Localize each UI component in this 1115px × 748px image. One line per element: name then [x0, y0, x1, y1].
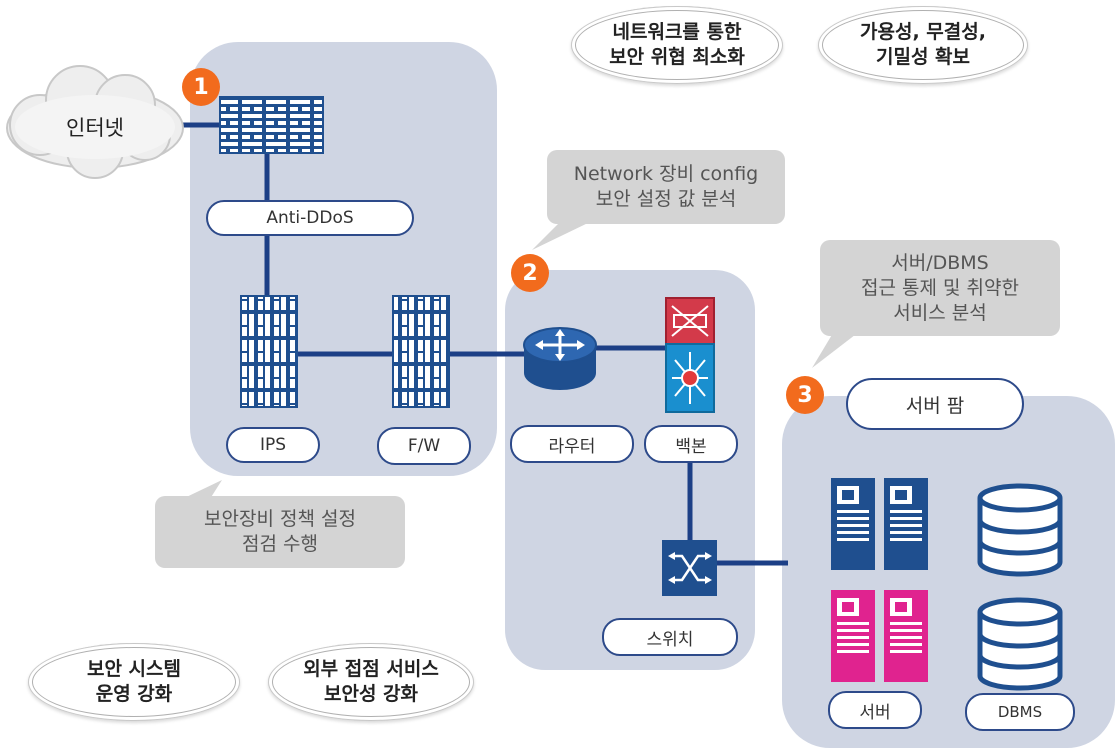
server-pink-icon — [884, 590, 928, 682]
note-pointer-server — [812, 328, 864, 368]
server-farm-title: 서버 팜 — [846, 378, 1024, 430]
step-badge-3: 3 — [786, 376, 824, 414]
database-icon — [977, 597, 1063, 691]
step-badge-2: 2 — [511, 254, 549, 292]
switch-label: 스위치 — [602, 618, 738, 656]
goal-external-service: 외부 접점 서비스 보안성 강화 — [268, 643, 474, 721]
anti-ddos-firewall-icon — [219, 96, 324, 154]
database-icon — [977, 483, 1063, 577]
server-blue-icon — [884, 478, 928, 570]
backbone-switch-icon — [665, 297, 715, 413]
server-label: 서버 — [828, 691, 922, 729]
dbms-label: DBMS — [965, 693, 1075, 731]
internet-label: 인터넷 — [66, 116, 124, 140]
backbone-label: 백본 — [644, 425, 738, 463]
server-blue-icon — [831, 478, 875, 570]
router-label: 라우터 — [510, 425, 634, 463]
server-dbms-note: 서버/DBMS 접근 통제 및 취약한 서비스 분석 — [820, 240, 1060, 336]
anti-ddos-label: Anti-DDoS — [206, 200, 414, 236]
step-badge-1: 1 — [182, 68, 220, 106]
router-icon — [523, 327, 597, 390]
goal-network-threat: 네트워크를 통한 보안 위협 최소화 — [571, 6, 783, 84]
security-policy-note: 보안장비 정책 설정 점검 수행 — [155, 496, 405, 568]
fw-firewall-icon — [392, 295, 450, 408]
switch-icon — [662, 540, 717, 596]
goal-security-ops: 보안 시스템 운영 강화 — [28, 643, 240, 721]
network-config-note: Network 장비 config 보안 설정 값 분석 — [547, 150, 785, 224]
note-pointer-network — [532, 222, 590, 250]
server-pink-icon — [831, 590, 875, 682]
fw-label: F/W — [377, 427, 471, 465]
goal-cia: 가용성, 무결성, 기밀성 확보 — [818, 6, 1028, 84]
internet-cloud-icon — [6, 65, 184, 179]
ips-label: IPS — [226, 427, 320, 463]
ips-firewall-icon — [240, 295, 298, 408]
